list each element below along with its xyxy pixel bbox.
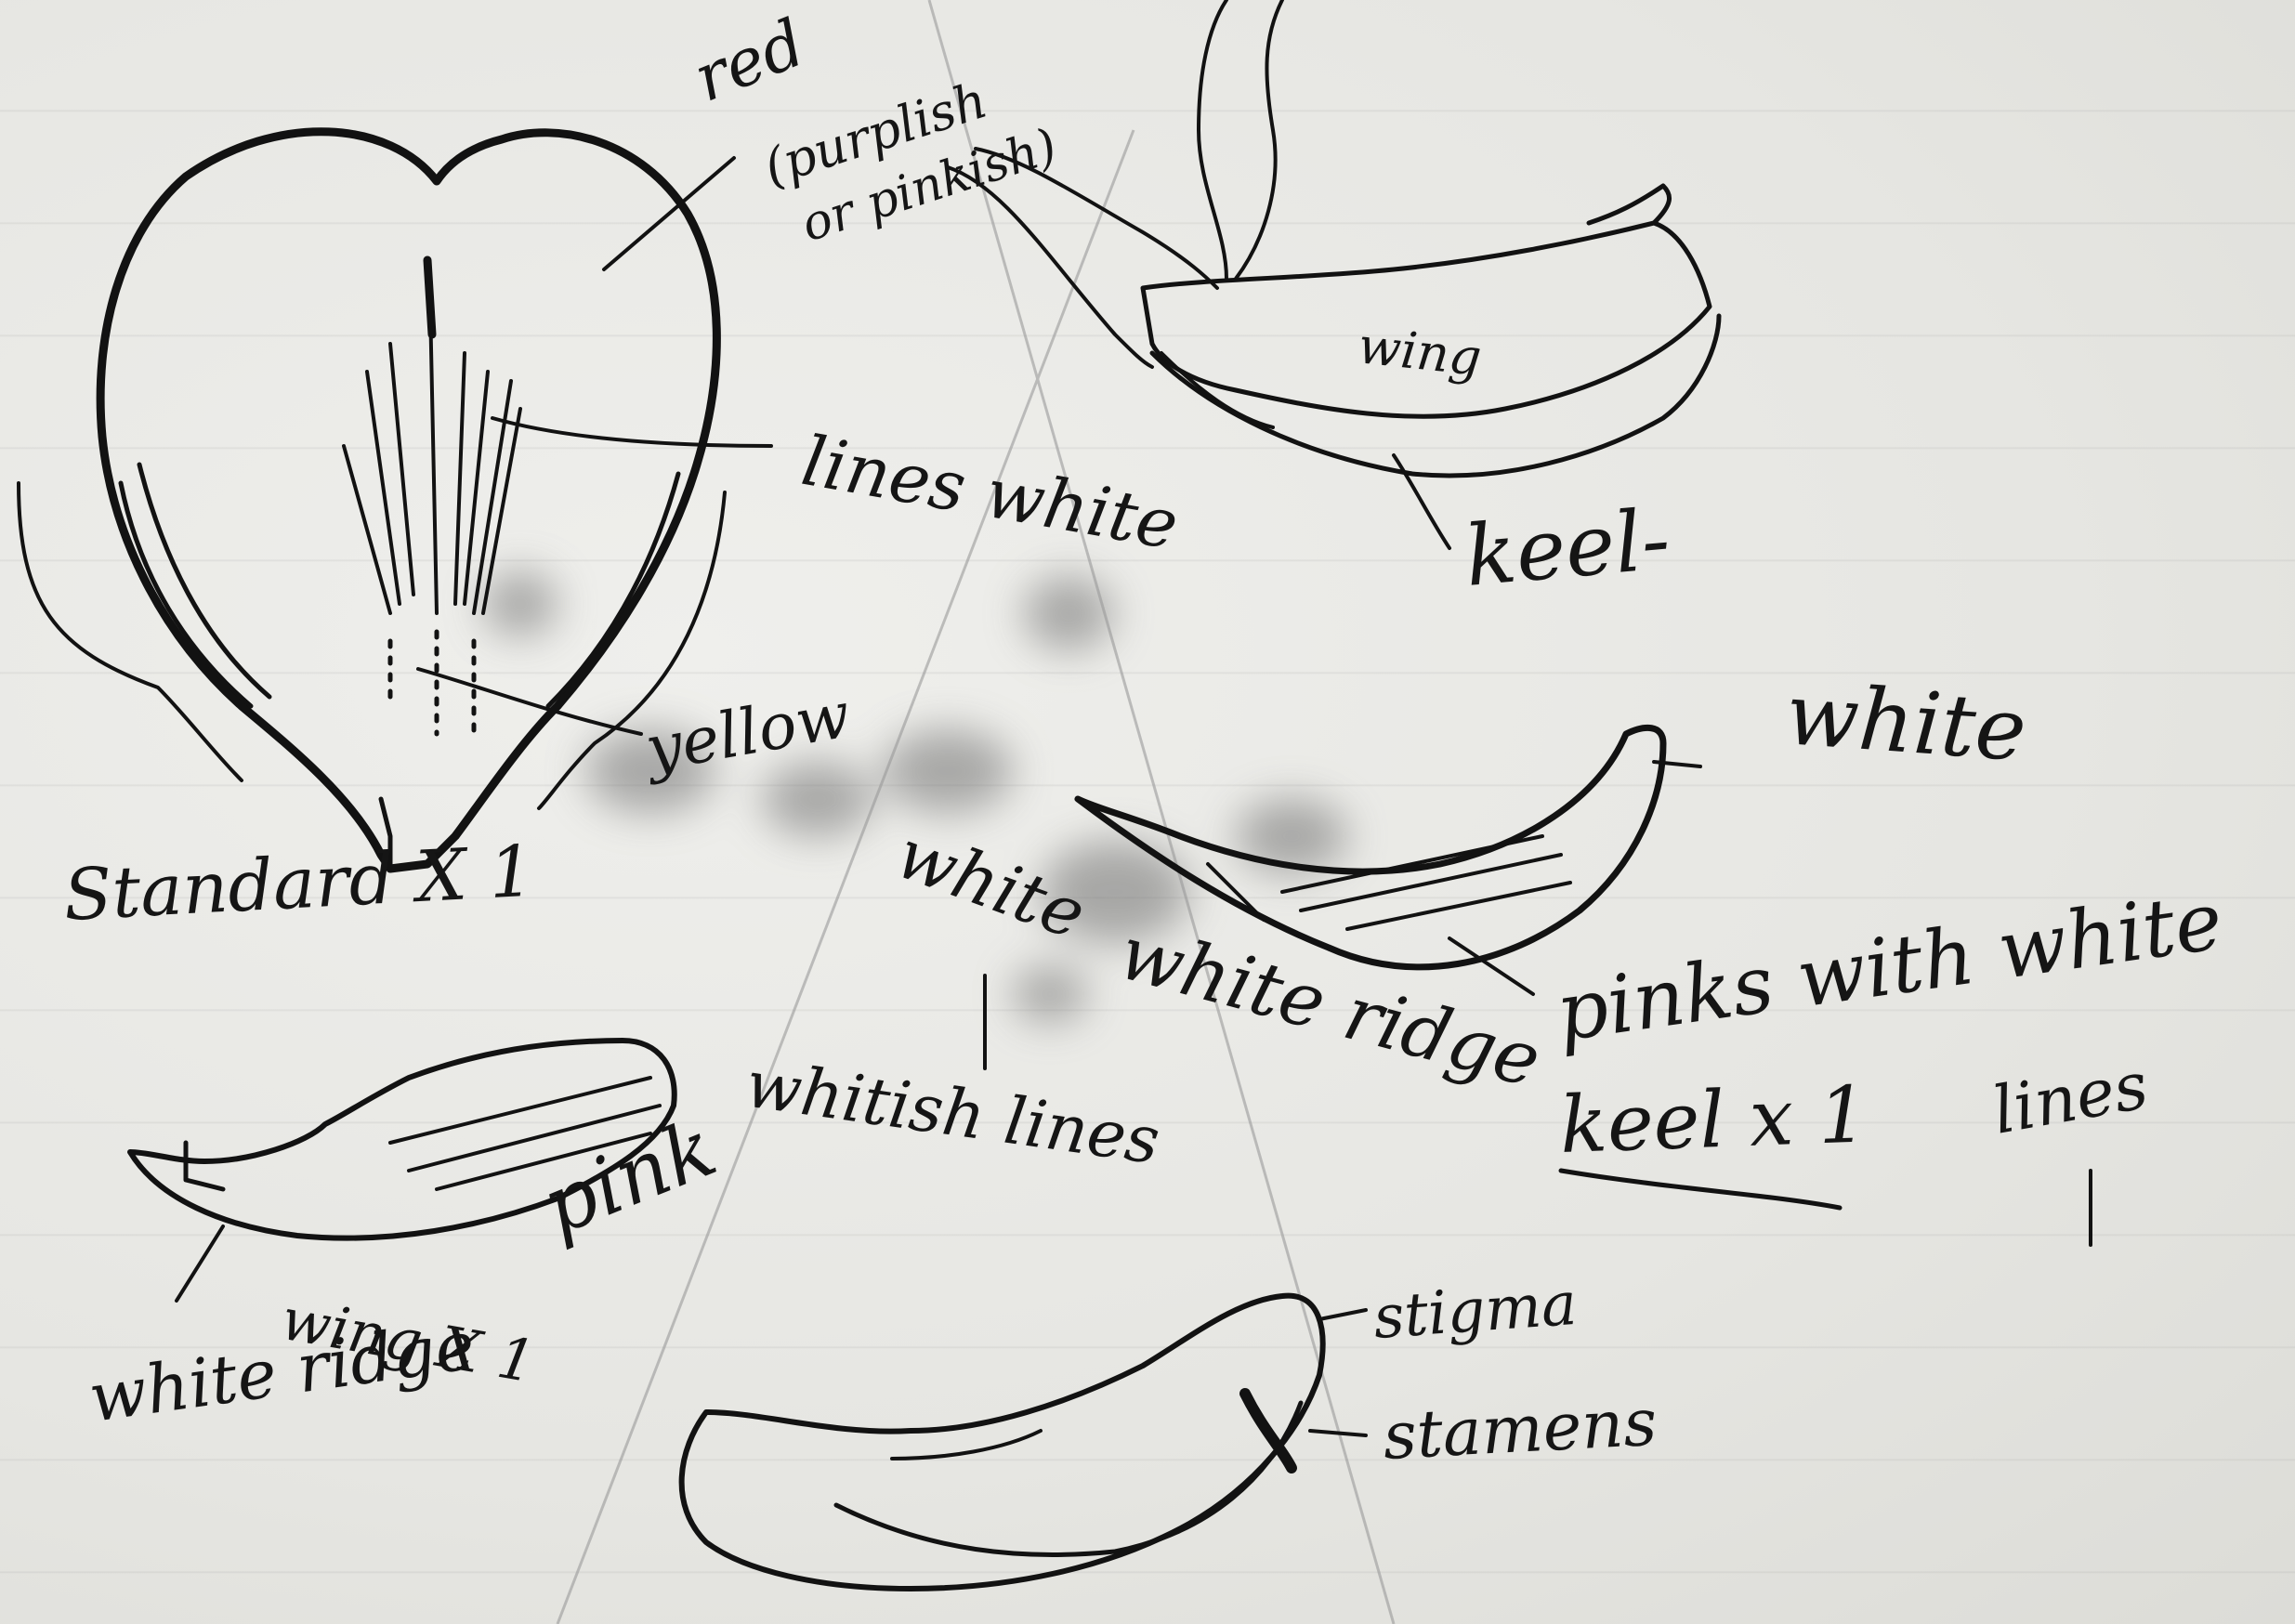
keel-underline (1561, 1171, 2091, 1245)
label-lines-right: lines (1987, 1047, 2154, 1149)
label-pinkish-with-white: pinks with white (1551, 874, 2228, 1059)
label-lines-white: lines white (796, 421, 1184, 566)
label-white-top: white (1782, 664, 2029, 780)
label-keel-pointer: keel- (1462, 491, 1674, 606)
label-stamens: stamens (1382, 1384, 1659, 1474)
label-pink: pink (530, 1102, 728, 1254)
label-red: red (684, 5, 816, 117)
label-white-mid: white (886, 814, 1095, 955)
label-standard: Standard X 1 (61, 830, 536, 936)
label-wing-on-keel: wing (1356, 316, 1485, 387)
stamens-drawing (682, 1296, 1366, 1589)
label-keel-x1: keel x 1 (1558, 1068, 1869, 1171)
label-white-ridge-mid: white ridge (1110, 910, 1549, 1105)
handwritten-labels: red (purplish or pinkish) lines white ye… (61, 5, 2228, 1474)
label-stigma: stigma (1371, 1270, 1579, 1353)
label-whitish-lines: whitish lines (741, 1046, 1164, 1180)
